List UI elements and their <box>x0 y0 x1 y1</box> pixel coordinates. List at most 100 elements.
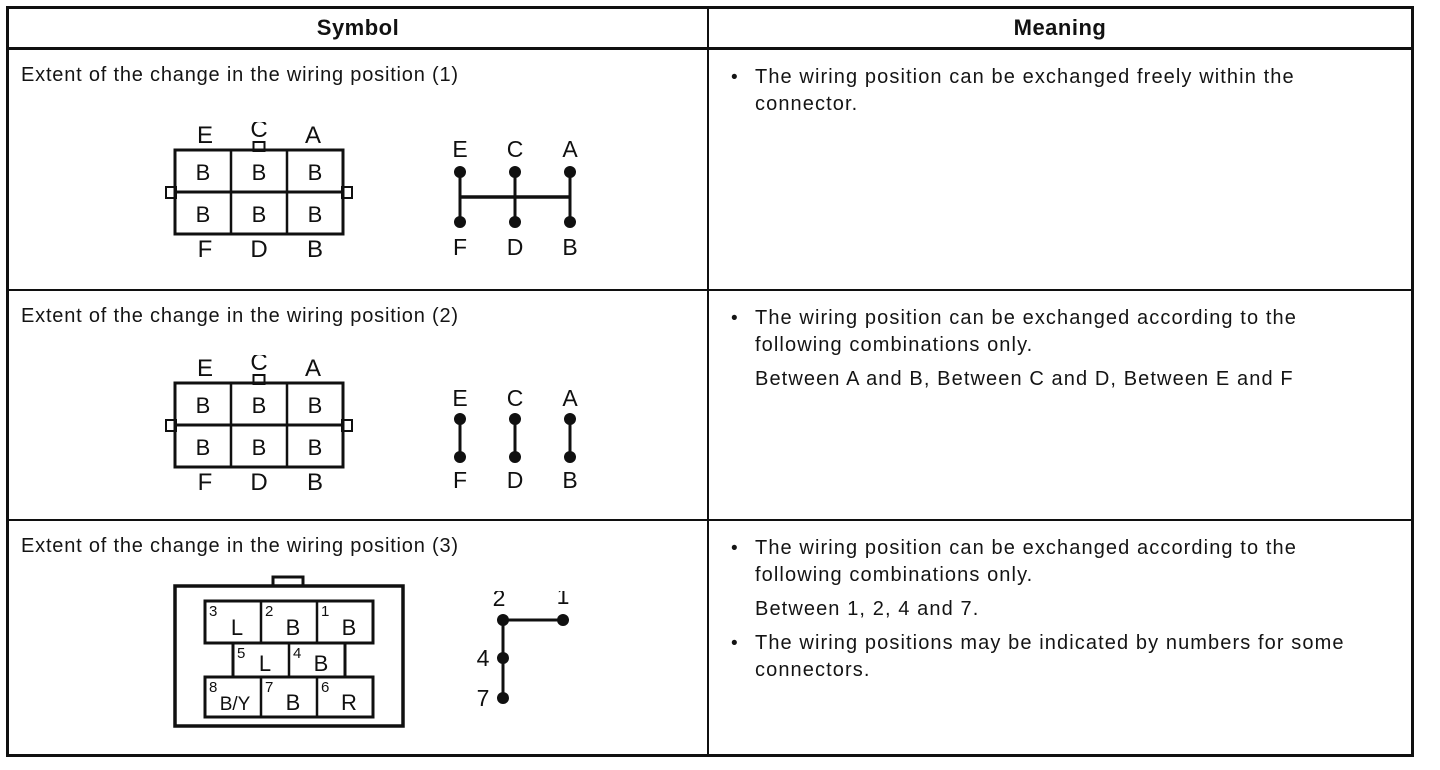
bullet-icon: • <box>731 633 739 654</box>
header-cell-symbol: Symbol <box>9 9 709 47</box>
bullet-icon: • <box>731 308 739 329</box>
meaning-text-line: connector. <box>755 93 859 115</box>
cavity-row-bottom <box>203 675 375 719</box>
cavity-number: 4 <box>293 645 301 662</box>
meaning-text-line: following combinations only. <box>755 564 1034 586</box>
wire-color-code: B <box>342 615 357 640</box>
meaning-text-line: The wiring position can be exchanged fre… <box>755 66 1295 88</box>
cavity-label-top: E <box>197 122 213 149</box>
connector-face-diagram-numbered: 3 L 2 B 1 B 5 L 4 B 8 B/Y 7 B 6 <box>173 575 405 728</box>
cavity-number: 8 <box>209 679 217 696</box>
pin-label: A <box>562 389 578 411</box>
table-row-wiring-position-3: Extent of the change in the wiring posit… <box>9 521 1411 754</box>
pin-dot <box>454 413 466 425</box>
pin-dot <box>509 216 521 228</box>
figures-row-3: 3 L 2 B 1 B 5 L 4 B 8 B/Y 7 B 6 <box>169 571 707 731</box>
meaning-bullet-item: • The wiring position can be exchanged a… <box>731 535 1391 589</box>
wire-color-code: B <box>308 160 323 185</box>
exchange-combination-diagram: E C A F D B <box>452 389 578 493</box>
meaning-text-line: The wiring positions may be indicated by… <box>755 632 1345 654</box>
pin-label: B <box>562 467 577 493</box>
wire-color-code: B/Y <box>220 694 251 715</box>
cavity-label-top: C <box>250 122 267 143</box>
wire-color-code: B <box>196 202 211 227</box>
pin-dot <box>497 692 509 704</box>
pin-dot <box>497 652 509 664</box>
connector-face-diagram: E C A B B B B B <box>165 355 353 495</box>
wire-color-code: B <box>252 393 267 418</box>
cavity-number: 7 <box>265 679 273 696</box>
cavity-number: 5 <box>237 645 245 662</box>
connector-face-diagram: E C A B B B B B <box>165 122 353 262</box>
meaning-text-line: The wiring position can be exchanged acc… <box>755 537 1297 559</box>
row-title: Extent of the change in the wiring posit… <box>21 535 459 557</box>
cavity-label-top: A <box>305 122 321 149</box>
cavity-label-bottom: D <box>250 236 267 262</box>
wire-color-code: B <box>252 160 267 185</box>
wire-color-code: L <box>259 651 271 676</box>
cavity-label-bottom: D <box>250 469 267 495</box>
pin-label: F <box>453 234 467 260</box>
wire-color-code: B <box>308 435 323 460</box>
pin-dot <box>564 166 576 178</box>
cavity-label-bottom: B <box>307 469 323 495</box>
row-title: Extent of the change in the wiring posit… <box>21 305 459 327</box>
exchange-combination-diagram: 2 1 4 7 <box>477 591 570 711</box>
cavity-number: 6 <box>321 679 329 696</box>
wire-color-code: B <box>252 435 267 460</box>
pin-label: B <box>562 234 577 260</box>
pin-label: 1 <box>557 591 570 609</box>
wire-color-code: B <box>314 651 329 676</box>
meaning-text-line: following combinations only. <box>755 334 1034 356</box>
wire-color-code: B <box>286 690 301 715</box>
meaning-bullet-item: • The wiring position can be exchanged a… <box>731 305 1391 359</box>
symbol-cell-3: Extent of the change in the wiring posit… <box>9 521 709 754</box>
cavity-label-bottom: F <box>198 236 213 262</box>
pin-label: 4 <box>477 645 490 671</box>
bullet-icon: • <box>731 67 739 88</box>
cavity-number: 2 <box>265 603 273 620</box>
pin-label: A <box>562 140 578 162</box>
cavity-label-bottom: F <box>198 469 213 495</box>
meaning-continuation-line: Between A and B, Between C and D, Betwee… <box>755 368 1294 390</box>
bullet-icon: • <box>731 538 739 559</box>
table-row-wiring-position-1: Extent of the change in the wiring posit… <box>9 50 1411 291</box>
wire-color-code: B <box>308 393 323 418</box>
wire-color-code: B <box>196 435 211 460</box>
meaning-bullet-item: • The wiring position can be exchanged f… <box>731 64 1391 118</box>
cavity-label-top: A <box>305 355 321 382</box>
pin-label: E <box>452 389 467 411</box>
row-title: Extent of the change in the wiring posit… <box>21 64 459 86</box>
pin-label: 7 <box>477 685 490 711</box>
pin-label: D <box>507 234 524 260</box>
wire-color-code: B <box>196 393 211 418</box>
symbol-cell-2: Extent of the change in the wiring posit… <box>9 291 709 519</box>
meaning-cell-1: • The wiring position can be exchanged f… <box>709 50 1411 289</box>
cavity-label-bottom: B <box>307 236 323 262</box>
wire-color-code: B <box>252 202 267 227</box>
meaning-bullet-item: • The wiring positions may be indicated … <box>731 630 1391 684</box>
table-row-wiring-position-2: Extent of the change in the wiring posit… <box>9 291 1411 521</box>
figures-row-1: E C A B B B B B <box>153 122 707 264</box>
wire-color-code: B <box>196 160 211 185</box>
wire-color-code: B <box>308 202 323 227</box>
exchange-combination-diagram: E C A F D <box>452 140 578 260</box>
cavity-number: 3 <box>209 603 217 620</box>
pin-dot <box>557 614 569 626</box>
meaning-text-line: connectors. <box>755 659 871 681</box>
wire-color-code: R <box>341 690 357 715</box>
pin-dot <box>564 413 576 425</box>
meaning-column-title: Meaning <box>1013 15 1107 40</box>
pin-label: D <box>507 467 524 493</box>
pin-label: C <box>507 140 524 162</box>
symbol-column-title: Symbol <box>316 15 400 40</box>
pin-dot <box>509 451 521 463</box>
pin-dot <box>564 451 576 463</box>
meaning-text-line: The wiring position can be exchanged acc… <box>755 307 1297 329</box>
pin-label: F <box>453 467 467 493</box>
table-header-row: Symbol Meaning <box>9 9 1411 50</box>
meaning-continuation-line: Between 1, 2, 4 and 7. <box>755 598 980 620</box>
header-cell-meaning: Meaning <box>709 9 1411 47</box>
pin-dot <box>509 166 521 178</box>
